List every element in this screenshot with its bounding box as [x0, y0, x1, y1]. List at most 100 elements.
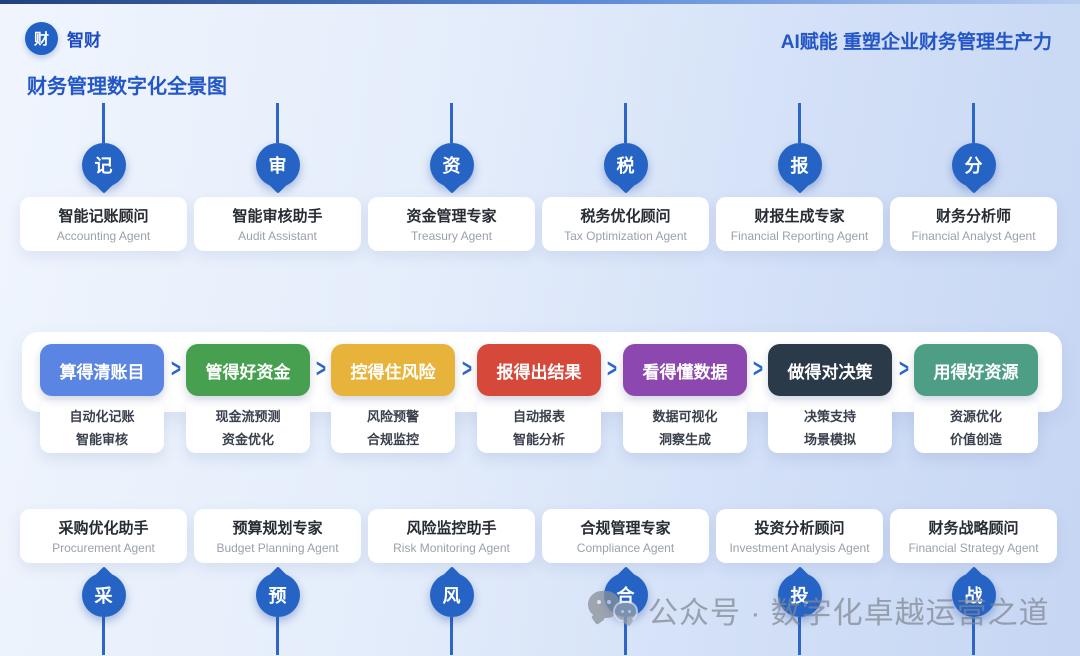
arrow-right-icon: >	[315, 355, 326, 384]
agent-card: 智能记账顾问 Accounting Agent	[20, 197, 187, 251]
agent-card: 智能审核助手 Audit Assistant	[194, 197, 361, 251]
bottom-agent-budget: 预算规划专家 Budget Planning Agent 预	[194, 509, 361, 655]
agent-title: 合规管理专家	[580, 520, 671, 537]
watermark-text: 公众号 · 数字化卓越运营之道	[648, 597, 1050, 630]
brand-logo: 财 智财	[25, 22, 101, 55]
agent-title: 风险监控助手	[406, 520, 497, 537]
flow-step-1-details: 自动化记账 智能审核	[40, 400, 164, 453]
badge-icon: 预	[255, 573, 300, 617]
detail-line: 场景模拟	[803, 431, 856, 447]
agent-subtitle: Risk Monitoring Agent	[393, 541, 510, 555]
agent-card: 税务优化顾问 Tax Optimization Agent	[542, 197, 709, 251]
top-accent-bar	[0, 0, 1080, 4]
detail-line: 洞察生成	[658, 431, 711, 447]
detail-line: 智能审核	[75, 431, 128, 447]
agent-title: 税务优化顾问	[580, 208, 671, 225]
agent-card: 投资分析顾问 Investment Analysis Agent	[716, 509, 883, 563]
watermark: 公众号 · 数字化卓越运营之道	[588, 588, 1050, 632]
badge-icon: 记	[81, 143, 126, 187]
connector-line	[450, 103, 453, 143]
flow-step-4: 报得出结果	[477, 344, 601, 396]
agent-subtitle: Procurement Agent	[52, 541, 155, 555]
agent-title: 采购优化助手	[58, 520, 149, 537]
brand-name: 智财	[67, 31, 101, 50]
badge-icon: 分	[951, 143, 996, 187]
wechat-icon	[588, 589, 638, 631]
agent-subtitle: Treasury Agent	[411, 229, 492, 243]
bottom-agent-compliance: 合规管理专家 Compliance Agent 合	[542, 509, 709, 655]
flow-step-6-details: 决策支持 场景模拟	[768, 400, 892, 453]
agent-title: 资金管理专家	[406, 208, 497, 225]
top-agent-tax: 税 税务优化顾问 Tax Optimization Agent	[542, 103, 709, 251]
bottom-agent-procurement: 采购优化助手 Procurement Agent 采	[20, 509, 187, 655]
agent-subtitle: Tax Optimization Agent	[564, 229, 687, 243]
agent-subtitle: Audit Assistant	[238, 229, 317, 243]
arrow-right-icon: >	[752, 355, 763, 384]
flow-step-5: 看得懂数据	[623, 344, 747, 396]
detail-line: 数据可视化	[652, 408, 718, 424]
top-agent-accounting: 记 智能记账顾问 Accounting Agent	[20, 103, 187, 251]
agent-card: 财务战略顾问 Financial Strategy Agent	[890, 509, 1057, 563]
arrow-right-icon: >	[898, 355, 909, 384]
connector-line	[798, 617, 801, 655]
agent-subtitle: Compliance Agent	[576, 541, 675, 555]
agent-title: 投资分析顾问	[754, 520, 845, 537]
top-agent-audit: 审 智能审核助手 Audit Assistant	[194, 103, 361, 251]
arrow-right-icon: >	[170, 355, 181, 384]
bottom-agent-risk: 风险监控助手 Risk Monitoring Agent 风	[368, 509, 535, 655]
connector-line	[102, 103, 105, 143]
flow-step-3-details: 风险预警 合规监控	[331, 400, 455, 453]
flow-step-4-details: 自动报表 智能分析	[477, 400, 601, 453]
badge-icon: 税	[603, 143, 648, 187]
detail-line: 现金流预测	[215, 408, 281, 424]
connector-line	[624, 103, 627, 143]
detail-line: 自动报表	[512, 408, 565, 424]
detail-line: 自动化记账	[69, 408, 135, 424]
connector-line	[972, 617, 975, 655]
badge-icon: 资	[429, 143, 474, 187]
agent-title: 预算规划专家	[232, 520, 323, 537]
agent-card: 财报生成专家 Financial Reporting Agent	[716, 197, 883, 251]
agent-subtitle: Financial Reporting Agent	[730, 229, 869, 243]
agent-subtitle: Accounting Agent	[56, 229, 151, 243]
connector-line	[972, 103, 975, 143]
detail-line: 价值创造	[949, 431, 1002, 447]
badge-icon: 战	[951, 573, 996, 617]
top-agent-analyst: 分 财务分析师 Financial Analyst Agent	[890, 103, 1057, 251]
agent-title: 智能审核助手	[232, 208, 323, 225]
connector-line	[276, 103, 279, 143]
agent-title: 智能记账顾问	[58, 208, 149, 225]
flow-step-3: 控得住风险	[331, 344, 455, 396]
agent-subtitle: Financial Strategy Agent	[908, 541, 1039, 555]
detail-line: 决策支持	[803, 408, 856, 424]
detail-line: 合规监控	[366, 431, 419, 447]
top-agent-reporting: 报 财报生成专家 Financial Reporting Agent	[716, 103, 883, 251]
header-slogan: AI赋能 重塑企业财务管理生产力	[780, 32, 1052, 53]
agent-title: 财务战略顾问	[928, 520, 1019, 537]
badge-icon: 审	[255, 143, 300, 187]
flow-step-2: 管得好资金	[186, 344, 310, 396]
detail-line: 资金优化	[221, 431, 274, 447]
flow-step-6: 做得对决策	[768, 344, 892, 396]
bottom-agent-strategy: 财务战略顾问 Financial Strategy Agent 战	[890, 509, 1057, 655]
page-title: 财务管理数字化全景图	[27, 76, 227, 98]
logo-icon: 财	[25, 22, 58, 55]
connector-line	[276, 617, 279, 655]
arrow-right-icon: >	[461, 355, 472, 384]
agent-title: 财报生成专家	[754, 208, 845, 225]
agent-card: 资金管理专家 Treasury Agent	[368, 197, 535, 251]
detail-line: 智能分析	[512, 431, 565, 447]
detail-line: 资源优化	[949, 408, 1002, 424]
connector-line	[624, 617, 627, 655]
flow-step-1: 算得清账目	[40, 344, 164, 396]
connector-line	[450, 617, 453, 655]
agent-card: 风险监控助手 Risk Monitoring Agent	[368, 509, 535, 563]
agent-subtitle: Budget Planning Agent	[216, 541, 339, 555]
badge-icon: 风	[429, 573, 474, 617]
flow-step-2-details: 现金流预测 资金优化	[186, 400, 310, 453]
agent-title: 财务分析师	[935, 208, 1011, 225]
agent-card: 财务分析师 Financial Analyst Agent	[890, 197, 1057, 251]
flow-step-5-details: 数据可视化 洞察生成	[623, 400, 747, 453]
badge-icon: 投	[777, 573, 822, 617]
detail-line: 风险预警	[366, 408, 419, 424]
